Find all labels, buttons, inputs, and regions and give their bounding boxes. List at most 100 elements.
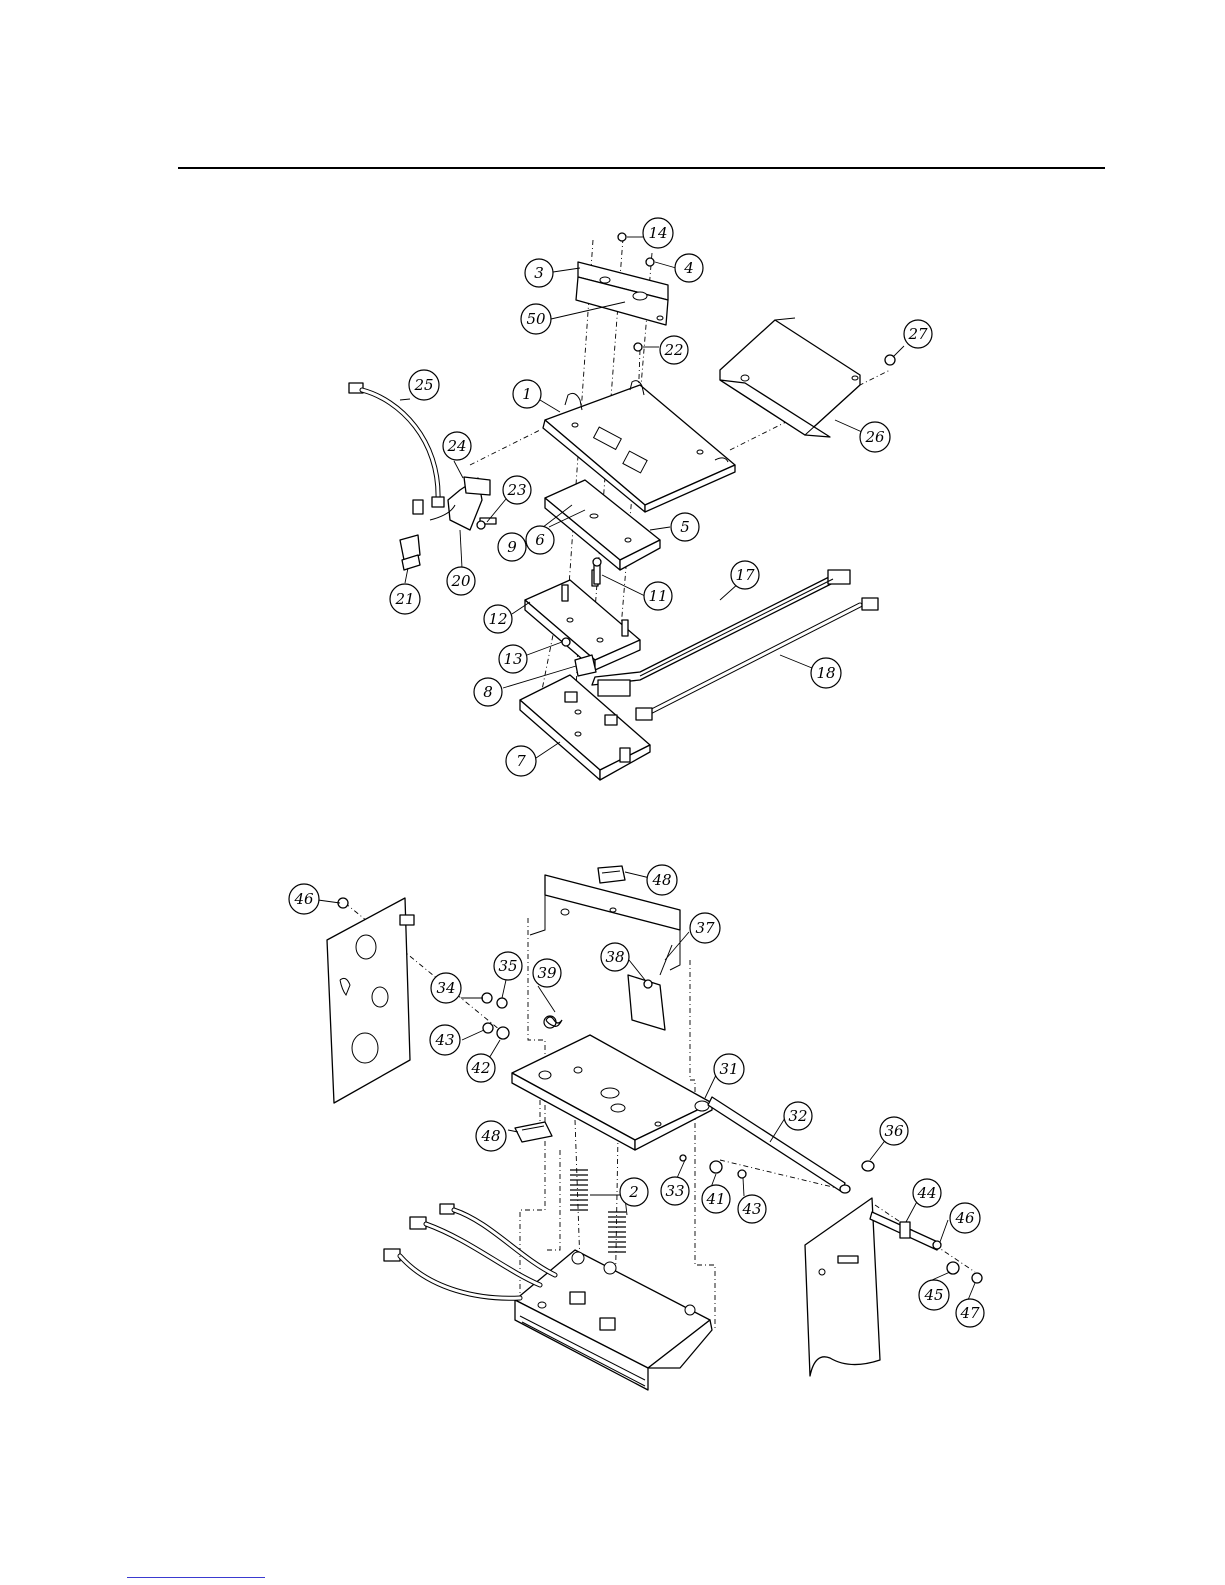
svg-text:1: 1 — [522, 385, 532, 403]
part-37-lever — [628, 945, 672, 1030]
callout-25: 25 — [409, 370, 439, 400]
callout-43-right: 43 — [738, 1195, 766, 1223]
callout-39: 39 — [533, 959, 561, 987]
svg-text:4: 4 — [683, 259, 694, 277]
svg-text:6: 6 — [535, 531, 545, 549]
part-26-cover — [720, 318, 860, 437]
callout-11: 11 — [644, 582, 672, 610]
left-side-plate — [327, 898, 414, 1103]
svg-text:13: 13 — [503, 650, 522, 668]
callout-37: 37 — [690, 913, 720, 943]
svg-text:3: 3 — [534, 264, 544, 282]
svg-text:26: 26 — [864, 428, 885, 446]
part-48-lower-tag — [515, 1122, 552, 1142]
svg-text:33: 33 — [665, 1182, 684, 1200]
callout-38: 38 — [601, 943, 629, 971]
svg-text:20: 20 — [450, 572, 471, 590]
callout-43-left: 43 — [430, 1025, 460, 1055]
part-44-lever — [870, 1212, 940, 1250]
callout-32: 32 — [784, 1102, 812, 1130]
svg-text:17: 17 — [735, 566, 755, 584]
svg-text:50: 50 — [526, 310, 546, 328]
svg-text:48: 48 — [651, 871, 671, 889]
svg-text:24: 24 — [446, 437, 466, 455]
callout-22: 22 — [660, 336, 688, 364]
callout-47: 47 — [956, 1299, 984, 1327]
part-36-collar — [862, 1161, 874, 1171]
callout-9: 9 — [498, 533, 526, 561]
svg-text:18: 18 — [816, 664, 835, 682]
svg-text:39: 39 — [537, 964, 557, 982]
part-3-top-plate — [576, 262, 668, 325]
part-48-top-tag — [598, 866, 625, 883]
part-2-springs — [570, 1170, 626, 1252]
callout-26: 26 — [860, 422, 890, 452]
svg-text:22: 22 — [663, 341, 683, 359]
svg-text:36: 36 — [884, 1122, 904, 1140]
svg-text:5: 5 — [680, 518, 690, 536]
callout-20: 20 — [447, 567, 475, 595]
svg-text:21: 21 — [394, 590, 414, 608]
svg-text:27: 27 — [907, 325, 928, 343]
svg-text:9: 9 — [507, 538, 517, 556]
svg-text:47: 47 — [959, 1304, 980, 1322]
callout-41: 41 — [702, 1185, 730, 1213]
svg-text:46: 46 — [954, 1209, 975, 1227]
svg-text:48: 48 — [480, 1127, 500, 1145]
bottom-cables — [384, 1204, 555, 1298]
part-39-spring — [544, 1016, 562, 1028]
right-side-plate — [805, 1198, 880, 1376]
callout-1: 1 — [513, 380, 541, 408]
callout-50: 50 — [521, 304, 551, 334]
svg-text:43: 43 — [434, 1031, 454, 1049]
callout-3: 3 — [525, 259, 553, 287]
svg-text:34: 34 — [436, 979, 455, 997]
callout-6: 6 — [526, 526, 554, 554]
svg-text:31: 31 — [719, 1060, 738, 1078]
callout-34: 34 — [431, 973, 461, 1003]
svg-text:37: 37 — [695, 919, 715, 937]
callout-5: 5 — [671, 513, 699, 541]
svg-text:2: 2 — [628, 1183, 639, 1201]
svg-text:41: 41 — [705, 1190, 725, 1208]
svg-text:14: 14 — [648, 224, 667, 242]
callout-46-left: 46 — [289, 884, 319, 914]
callout-2: 2 — [620, 1178, 648, 1206]
callout-48-lower: 48 — [476, 1121, 506, 1151]
svg-text:35: 35 — [498, 957, 517, 975]
svg-text:38: 38 — [605, 948, 624, 966]
part-25-cable — [349, 383, 444, 514]
top-exploded-assembly: 14 3 4 50 22 27 25 1 26 24 23 9 6 5 21 2… — [349, 218, 932, 780]
callout-12: 12 — [484, 605, 512, 633]
callout-33: 33 — [661, 1177, 689, 1205]
callout-17: 17 — [731, 561, 759, 589]
svg-text:42: 42 — [470, 1059, 490, 1077]
svg-text:44: 44 — [916, 1184, 936, 1202]
callout-23: 23 — [503, 476, 531, 504]
bottom-exploded-assembly: 48 46 37 38 35 39 34 43 42 31 32 48 36 2… — [289, 865, 984, 1390]
svg-text:43: 43 — [741, 1200, 761, 1218]
svg-text:23: 23 — [506, 481, 526, 499]
callout-35: 35 — [494, 952, 522, 980]
svg-text:11: 11 — [648, 587, 667, 605]
callout-36: 36 — [880, 1117, 908, 1145]
callout-14: 14 — [643, 218, 673, 248]
svg-text:7: 7 — [516, 752, 526, 770]
svg-text:8: 8 — [483, 683, 493, 701]
callout-4: 4 — [675, 254, 703, 282]
svg-text:45: 45 — [923, 1286, 943, 1304]
callout-45: 45 — [919, 1280, 949, 1310]
callout-21: 21 — [390, 584, 420, 614]
callout-24: 24 — [443, 432, 471, 460]
svg-text:12: 12 — [488, 610, 507, 628]
callout-42: 42 — [467, 1054, 495, 1082]
svg-text:25: 25 — [413, 376, 433, 394]
footer-link-underline — [127, 1577, 265, 1578]
callout-44: 44 — [913, 1179, 941, 1207]
callout-31: 31 — [714, 1054, 744, 1084]
callout-48-top: 48 — [647, 865, 677, 895]
callout-8: 8 — [474, 678, 502, 706]
callout-27: 27 — [904, 320, 932, 348]
